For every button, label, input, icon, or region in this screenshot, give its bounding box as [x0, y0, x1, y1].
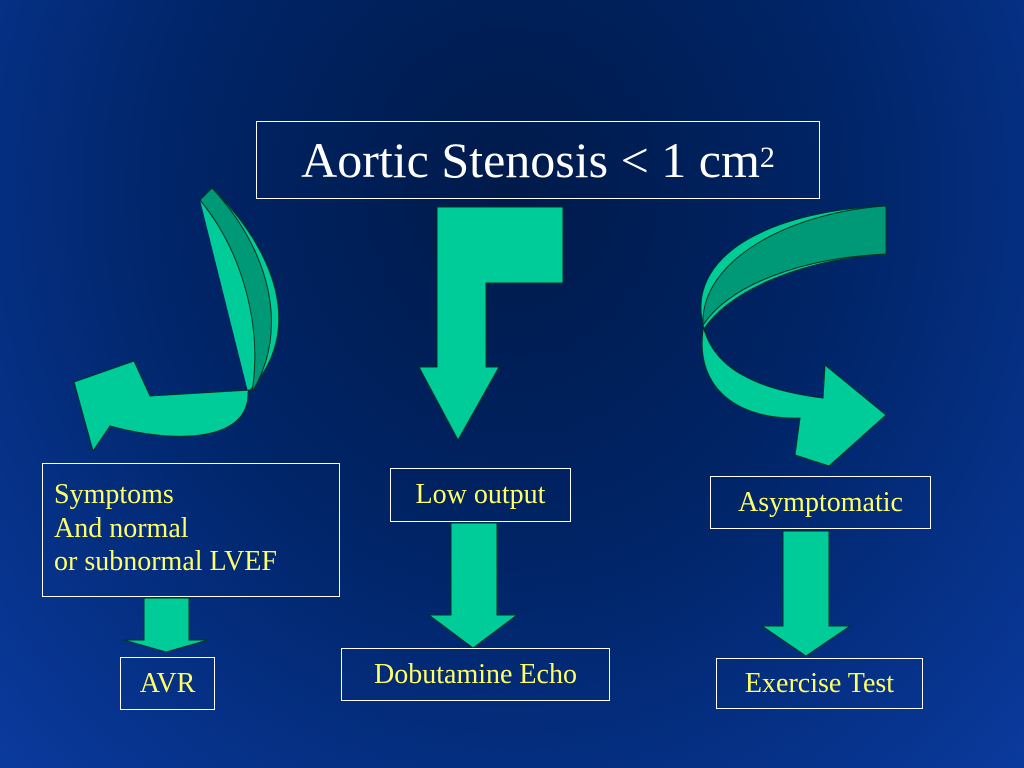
- symptoms-box: Symptoms And normal or subnormal LVEF: [42, 463, 340, 597]
- curved-arrow-right: [700, 205, 887, 467]
- down-arrow-dobutamine: [427, 522, 519, 649]
- avr-box: AVR: [120, 657, 215, 710]
- asymptomatic-label: Asymptomatic: [738, 486, 903, 518]
- title-text: Aortic Stenosis < 1 cm: [301, 132, 760, 188]
- symptoms-line-3: or subnormal LVEF: [54, 546, 277, 578]
- down-arrow-exercise: [760, 530, 852, 657]
- curved-arrow-left: [73, 187, 280, 453]
- down-arrow-avr: [123, 597, 209, 653]
- bent-arrow-middle: [418, 206, 564, 442]
- title-superscript: 2: [759, 141, 775, 174]
- symptoms-line-1: Symptoms: [54, 479, 174, 510]
- dobutamine-echo-box: Dobutamine Echo: [341, 648, 610, 701]
- low-output-label: Low output: [415, 479, 546, 511]
- exercise-test-label: Exercise Test: [744, 667, 895, 699]
- asymptomatic-box: Asymptomatic: [710, 476, 931, 529]
- symptoms-line-2: And normal: [54, 512, 189, 544]
- low-output-box: Low output: [390, 468, 571, 522]
- avr-label: AVR: [139, 667, 196, 699]
- exercise-test-box: Exercise Test: [716, 658, 923, 709]
- dobutamine-echo-label: Dobutamine Echo: [374, 658, 577, 690]
